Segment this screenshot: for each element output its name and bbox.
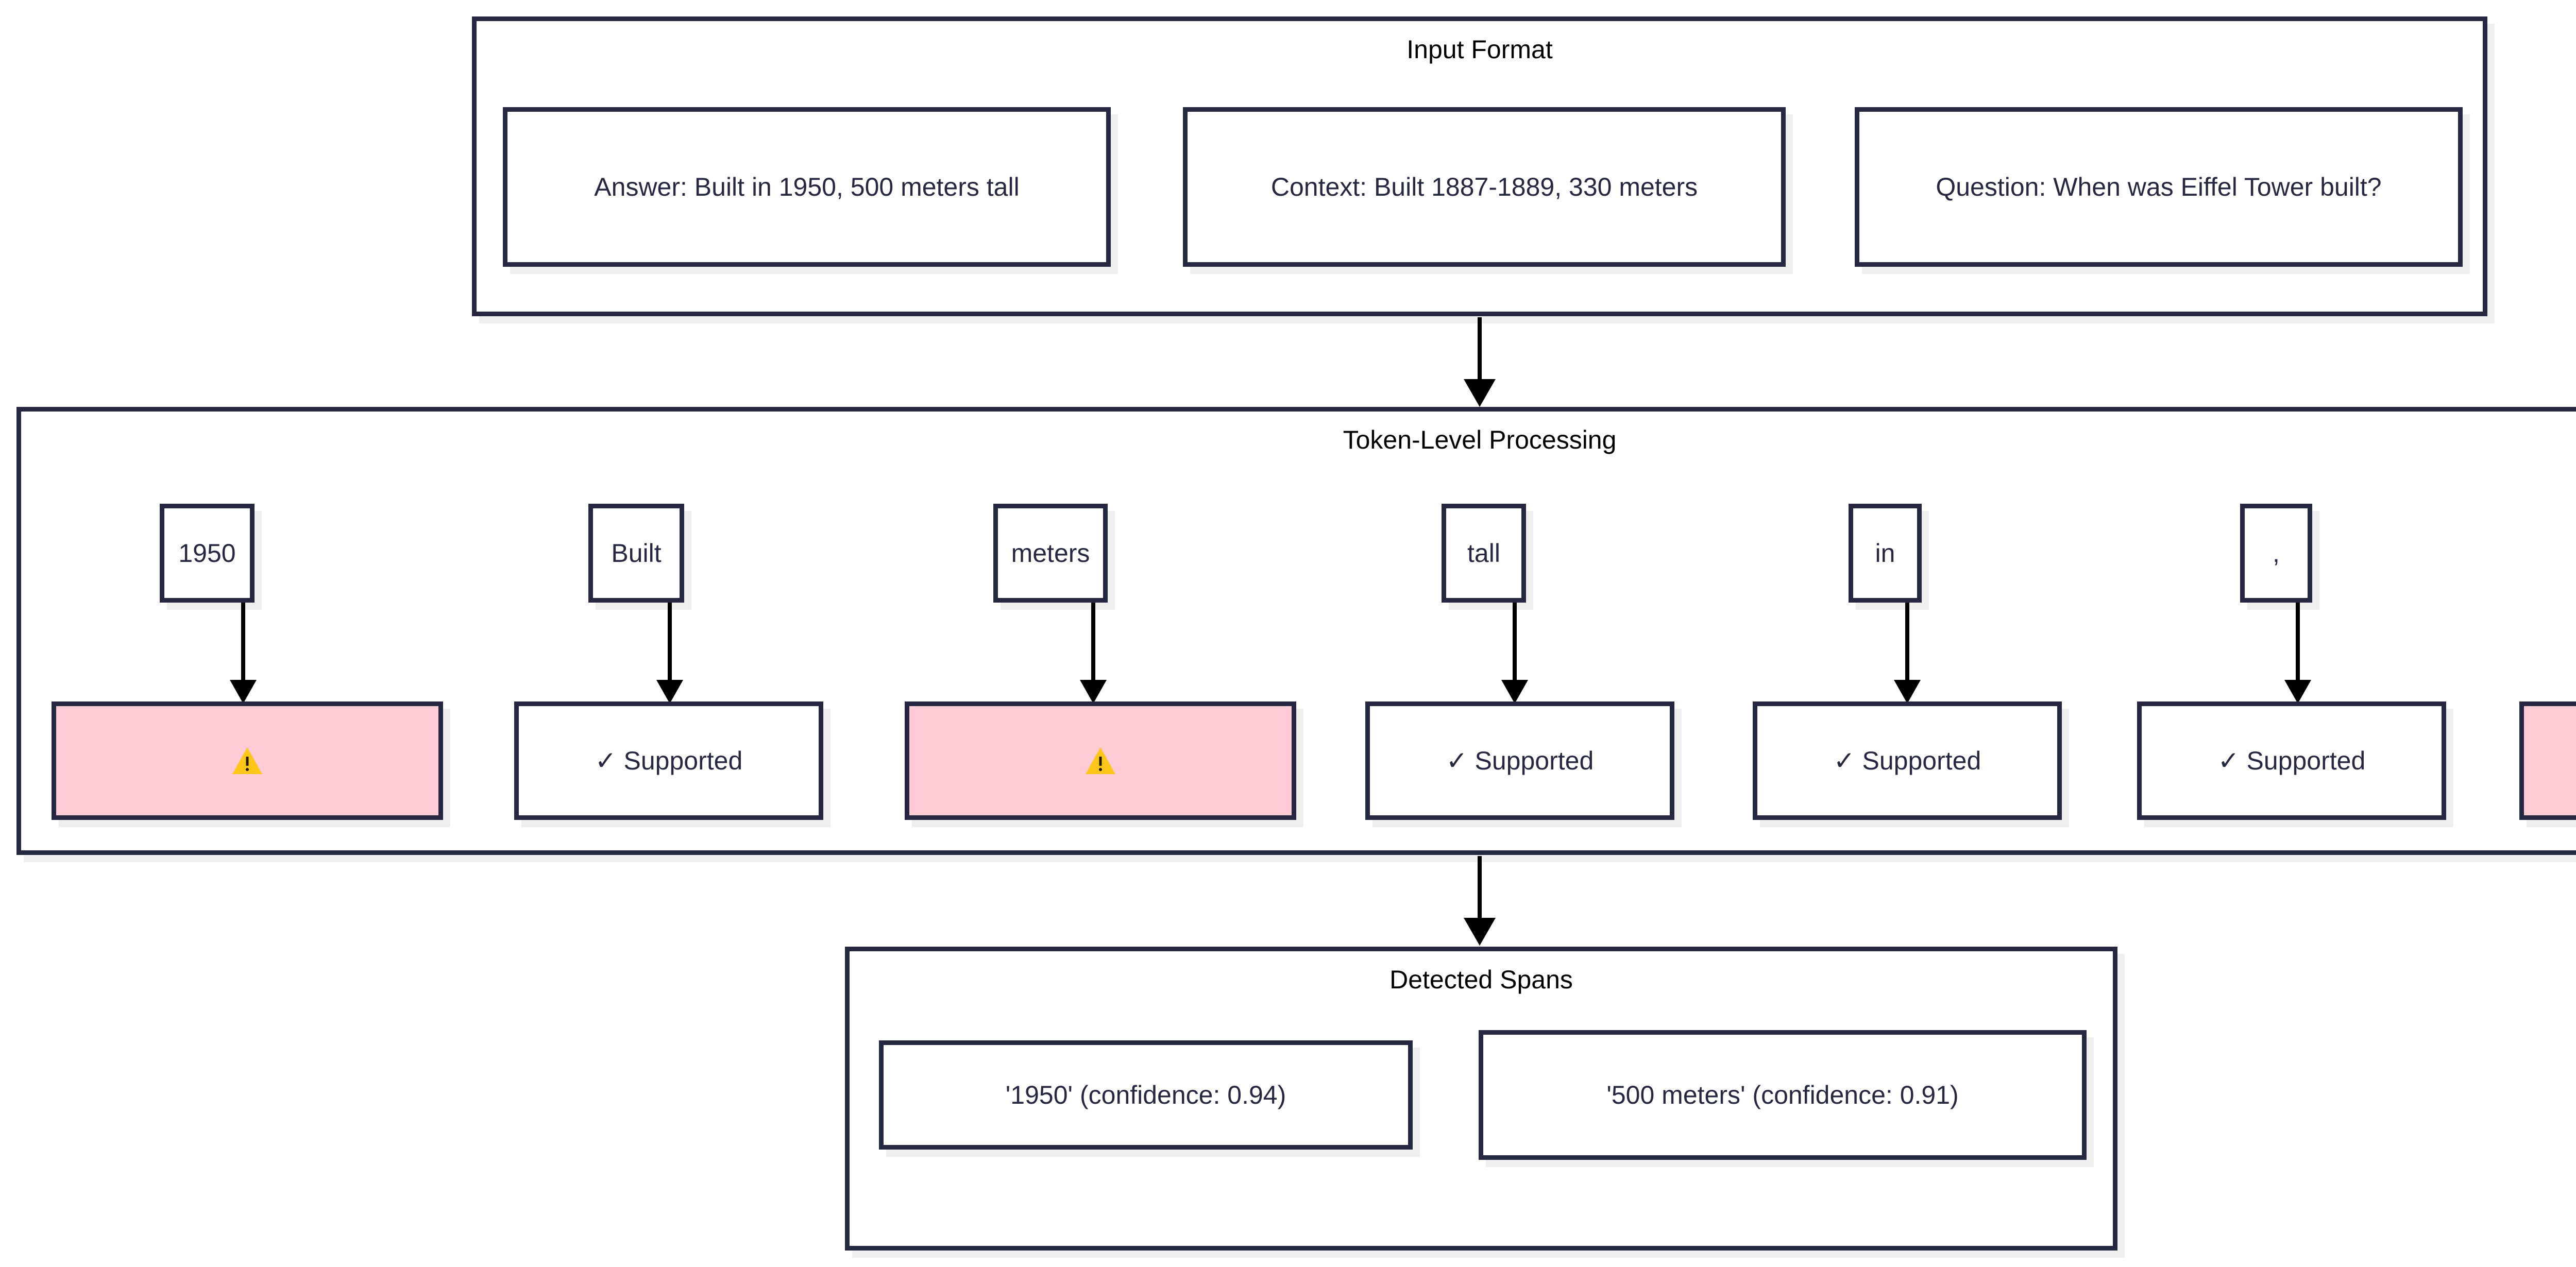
warning-dot: [246, 768, 249, 771]
input-field-question-text: Question: When was Eiffel Tower built?: [1936, 172, 2382, 201]
token-text: tall: [1467, 538, 1500, 568]
token-processing-title: Token-Level Processing: [1343, 425, 1617, 454]
warning-icon: [232, 747, 262, 774]
status-box-500-flagged: [2519, 701, 2576, 820]
input-field-context: Context: Built 1887-1889, 330 meters: [1183, 107, 1786, 267]
arrow-head: [1894, 680, 1921, 704]
arrow-shaft: [668, 603, 672, 680]
arrow-head: [1080, 680, 1107, 704]
token-text: in: [1875, 538, 1895, 568]
arrow-shaft: [2296, 603, 2300, 680]
arrow-head: [1501, 680, 1528, 704]
input-format-title: Input Format: [1406, 35, 1553, 64]
token-box-tall: tall: [1442, 504, 1526, 603]
warning-dot: [1099, 768, 1102, 771]
status-box-comma-supported: ✓ Supported: [2137, 701, 2446, 820]
token-box-comma: ,: [2240, 504, 2312, 603]
input-field-answer: Answer: Built in 1950, 500 meters tall: [503, 107, 1111, 267]
arrow-head: [2284, 680, 2311, 704]
arrow-head: [1464, 379, 1496, 407]
warning-icon: [1086, 747, 1115, 774]
arrow-shaft: [1478, 317, 1482, 379]
status-box-1950-flagged: [52, 701, 443, 820]
status-box-meters-flagged: [905, 701, 1296, 820]
detected-spans-title: Detected Spans: [1389, 965, 1573, 994]
status-box-built-supported: ✓ Supported: [514, 701, 823, 820]
token-text: Built: [611, 538, 662, 568]
token-text: meters: [1011, 538, 1090, 568]
token-box-1950: 1950: [160, 504, 255, 603]
status-label: ✓ Supported: [1446, 746, 1594, 775]
arrow-head: [230, 680, 257, 704]
token-box-meters: meters: [993, 504, 1108, 603]
input-field-question: Question: When was Eiffel Tower built?: [1855, 107, 2463, 267]
arrow-shaft: [1905, 603, 1909, 680]
warning-exclamation: [1099, 757, 1102, 766]
status-label: ✓ Supported: [595, 746, 743, 775]
detected-span-text: '1950' (confidence: 0.94): [1005, 1080, 1286, 1109]
status-label: ✓ Supported: [2217, 746, 2366, 775]
detected-span-500-meters: '500 meters' (confidence: 0.91): [1479, 1030, 2087, 1160]
warning-exclamation: [246, 757, 249, 766]
token-text: ,: [2273, 538, 2280, 568]
status-box-tall-supported: ✓ Supported: [1365, 701, 1674, 820]
token-box-in: in: [1849, 504, 1922, 603]
status-label: ✓ Supported: [1833, 746, 1981, 775]
status-box-in-supported: ✓ Supported: [1753, 701, 2062, 820]
input-field-answer-text: Answer: Built in 1950, 500 meters tall: [594, 172, 1020, 201]
arrow-shaft: [1513, 603, 1517, 680]
arrow-shaft: [1478, 856, 1482, 918]
arrow-shaft: [241, 603, 245, 680]
arrow-head: [656, 680, 683, 704]
input-field-context-text: Context: Built 1887-1889, 330 meters: [1270, 172, 1698, 201]
token-box-built: Built: [588, 504, 684, 603]
detected-span-1950: '1950' (confidence: 0.94): [879, 1040, 1413, 1150]
arrow-shaft: [1091, 603, 1095, 680]
token-text: 1950: [178, 538, 236, 568]
arrow-head: [1464, 918, 1496, 946]
detected-span-text: '500 meters' (confidence: 0.91): [1606, 1080, 1959, 1109]
